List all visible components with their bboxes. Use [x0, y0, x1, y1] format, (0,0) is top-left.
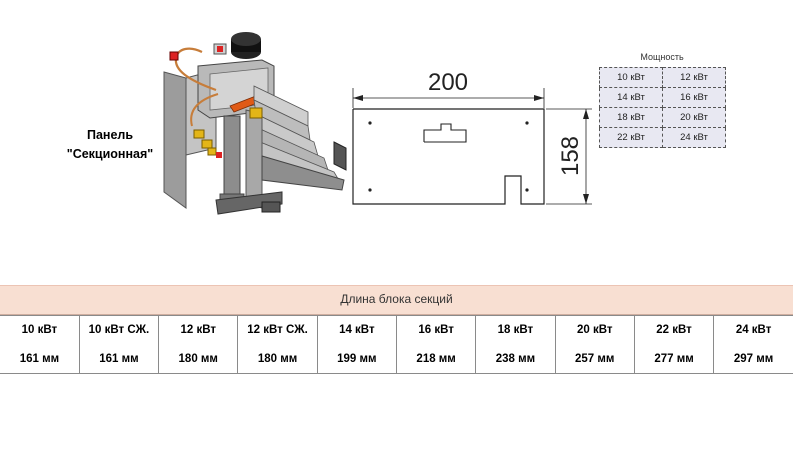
section-length-table: 10 кВт 10 кВт СЖ. 12 кВт 12 кВт СЖ. 14 к… [0, 315, 793, 374]
length-value-cell: 238 мм [475, 344, 556, 374]
power-row: 10 кВт 12 кВт [599, 67, 726, 88]
length-value-cell: 218 мм [395, 344, 477, 374]
power-header-cell: 12 кВт СЖ. [237, 315, 318, 344]
panel-label: Панель "Секционная" [40, 126, 180, 164]
power-header-cell: 10 кВт [0, 315, 80, 344]
power-header-cell: 24 кВт [713, 315, 793, 344]
power-cell: 16 кВт [662, 87, 726, 108]
power-table: 10 кВт 12 кВт 14 кВт 16 кВт 18 кВт 20 кВ… [599, 67, 726, 148]
power-header-cell: 20 кВт [554, 315, 635, 344]
power-cell: 24 кВт [662, 127, 726, 148]
burner-illustration [163, 32, 347, 215]
power-row: 18 кВт 20 кВт [599, 107, 726, 128]
power-header-cell: 10 кВт СЖ. [78, 315, 160, 344]
length-value-cell: 199 мм [316, 344, 397, 374]
height-dimension-label: 158 [557, 136, 584, 176]
length-value-cell: 257 мм [554, 344, 635, 374]
section-length-title: Длина блока секций [0, 285, 793, 315]
power-header-row: 10 кВт 10 кВт СЖ. 12 кВт 12 кВт СЖ. 14 к… [0, 315, 793, 344]
length-value-row: 161 мм 161 мм 180 мм 180 мм 199 мм 218 м… [0, 344, 793, 374]
power-header-cell: 12 кВт [158, 315, 239, 344]
power-cell: 12 кВт [662, 67, 726, 88]
width-dimension-label: 200 [428, 69, 468, 96]
power-cell: 18 кВт [599, 107, 663, 128]
power-cell: 20 кВт [662, 107, 726, 128]
section-length-block: Длина блока секций 10 кВт 10 кВт СЖ. 12 … [0, 285, 793, 374]
length-value-cell: 180 мм [158, 344, 239, 374]
power-header-cell: 16 кВт [395, 315, 477, 344]
panel-label-line2: "Секционная" [66, 147, 154, 161]
power-header-cell: 22 кВт [633, 315, 715, 344]
technical-drawing: 200 158 [352, 69, 592, 205]
power-table-title: Мощность [640, 52, 684, 62]
length-value-cell: 161 мм [78, 344, 160, 374]
panel-label-line1: Панель [86, 128, 134, 142]
power-row: 22 кВт 24 кВт [599, 127, 726, 148]
power-header-cell: 14 кВт [316, 315, 397, 344]
power-row: 14 кВт 16 кВт [599, 87, 726, 108]
power-cell: 10 кВт [599, 67, 663, 88]
length-value-cell: 277 мм [633, 344, 715, 374]
power-cell: 22 кВт [599, 127, 663, 148]
power-header-cell: 18 кВт [475, 315, 556, 344]
length-value-cell: 161 мм [0, 344, 80, 374]
length-value-cell: 180 мм [237, 344, 318, 374]
length-value-cell: 297 мм [713, 344, 793, 374]
power-cell: 14 кВт [599, 87, 663, 108]
